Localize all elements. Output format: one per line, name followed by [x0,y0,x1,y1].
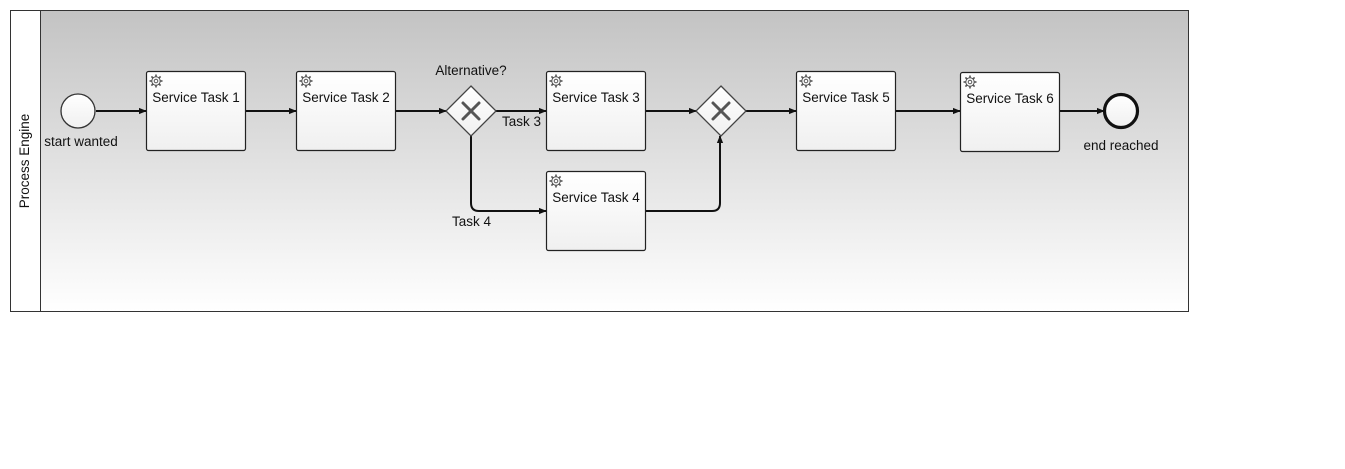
task-label: Service Task 2 [302,90,390,105]
x-icon [461,101,481,121]
service-task-5[interactable]: Service Task 5 [795,70,897,152]
exclusive-gateway-merge[interactable] [695,85,747,137]
task-label: Service Task 6 [966,91,1054,106]
flow-label-task4: Task 4 [452,214,492,229]
end-event-circle[interactable] [1102,92,1140,130]
end-event[interactable]: end reached [1083,92,1159,154]
x-icon [711,101,731,121]
service-task-6[interactable]: Service Task 6 [959,71,1061,153]
service-task-2[interactable]: Service Task 2 [295,70,397,152]
start-event[interactable]: start wanted [44,93,118,149]
task-label: Service Task 1 [152,90,240,105]
flow-label-task3: Task 3 [502,114,541,129]
pool-label: Process Engine [17,114,32,209]
flow-gateway1-task4[interactable] [470,136,547,215]
exclusive-gateway-alternative[interactable]: Alternative? [435,63,507,137]
start-event-circle[interactable] [60,93,96,129]
gateway-label: Alternative? [435,63,506,78]
end-event-label: end reached [1083,138,1158,153]
task-label: Service Task 5 [802,90,890,105]
service-task-4[interactable]: Service Task 4 [545,170,647,252]
start-event-label: start wanted [44,134,118,149]
sequence-flows: Task 3 Task 4 [96,107,1105,229]
task-label: Service Task 3 [552,90,640,105]
pool-header [10,10,41,312]
flow-task4-gateway2[interactable] [646,135,724,212]
service-task-1[interactable]: Service Task 1 [145,70,247,152]
service-task-3[interactable]: Service Task 3 [545,70,647,152]
task-label: Service Task 4 [552,190,640,205]
pool[interactable]: Process Engine [10,10,1189,312]
